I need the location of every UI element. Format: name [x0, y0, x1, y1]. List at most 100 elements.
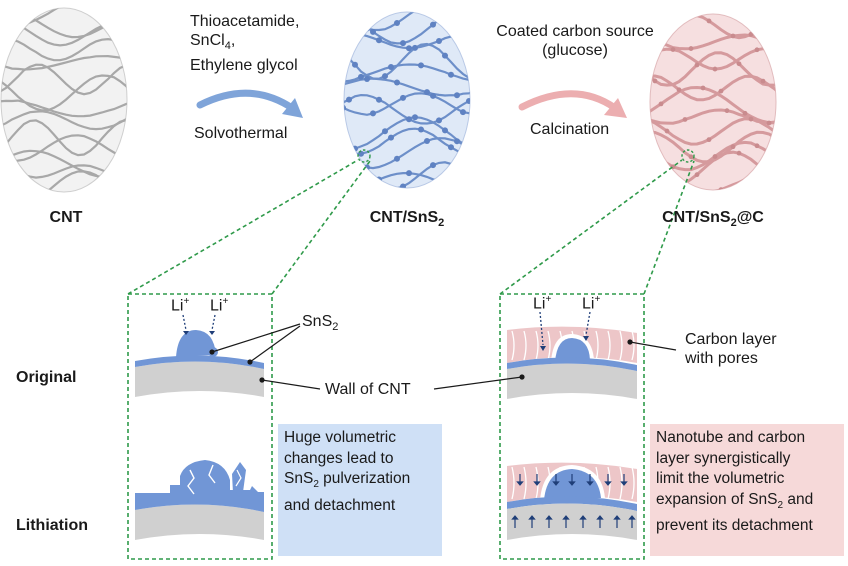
nanoparticle	[736, 150, 742, 156]
nanoparticle	[472, 76, 478, 82]
carbon-pore	[631, 466, 635, 500]
carbon-pore	[547, 330, 551, 361]
nanoparticle	[730, 33, 736, 39]
nanotube-fiber	[1, 99, 127, 118]
nanoparticle	[748, 116, 754, 122]
nanoparticle	[424, 89, 430, 96]
nanoparticle	[418, 126, 424, 133]
li-label-left-b: Li+	[210, 296, 229, 315]
nanotube-fiber	[650, 74, 776, 102]
nanoparticle	[418, 62, 424, 69]
nanoparticle	[460, 167, 466, 174]
nanotube-fiber	[344, 93, 470, 125]
pressure-arrowhead	[516, 481, 524, 486]
cnt-sphere	[0, 7, 128, 193]
zoom-panel-left	[127, 159, 371, 560]
step1-condition: Solvothermal	[194, 125, 288, 142]
nanotube-fiber	[1, 134, 127, 163]
pressure-arrowhead	[545, 515, 553, 520]
note-synergy: Nanotube and carbon layer synergisticall…	[650, 424, 844, 556]
nanoparticle	[754, 143, 760, 149]
nanoparticle	[394, 19, 400, 26]
nanoparticle	[466, 98, 470, 105]
nanoparticle	[754, 47, 760, 53]
nanoparticle	[394, 79, 400, 86]
nanoparticle	[442, 52, 448, 59]
zoom-panel-right	[499, 159, 695, 560]
nanoparticle	[346, 30, 352, 37]
zoom-spot-left	[357, 149, 371, 163]
nanoparticle	[676, 87, 682, 93]
nanoparticle	[334, 7, 340, 13]
cnt-sns2-c-label: CNT/SnS2@C	[662, 209, 764, 230]
nanoparticle	[736, 61, 742, 67]
nanoparticle	[748, 31, 754, 37]
cnt-label: CNT	[49, 209, 83, 226]
calcination-arrowhead	[604, 98, 627, 118]
carbon-layer-label: Carbon layer with pores	[685, 331, 777, 367]
nanoparticle	[400, 183, 406, 188]
left-sns2-film	[135, 355, 264, 369]
left-crack-3	[235, 469, 242, 487]
nanoparticle	[472, 145, 478, 151]
nanoparticle	[725, 1, 730, 6]
nanoparticle	[388, 134, 394, 141]
nanoparticle	[358, 73, 364, 80]
row-label-lithiation: Lithiation	[16, 517, 88, 534]
nanoparticle	[664, 128, 670, 134]
nanoparticle	[641, 115, 646, 120]
nanoparticle	[454, 12, 460, 18]
nanoparticle	[388, 63, 394, 70]
solvothermal-arrowhead	[282, 98, 303, 118]
left-crack-2	[208, 464, 216, 484]
nanoparticle	[718, 88, 724, 94]
nanoparticle	[658, 101, 664, 107]
pressure-arrowhead	[562, 515, 570, 520]
nanoparticle	[344, 159, 346, 166]
nanoparticle	[406, 45, 412, 52]
nanoparticle	[724, 108, 730, 114]
nanotube-fiber	[650, 51, 776, 87]
right-original-cross-section	[507, 311, 637, 399]
nanoparticle	[712, 66, 718, 72]
left-lithiation-cross-section	[135, 460, 264, 540]
carbon-pore	[523, 466, 527, 500]
nanotube-fiber	[1, 63, 127, 96]
nanoparticle	[694, 172, 700, 178]
left-cnt-wall	[135, 361, 264, 397]
carbon-pore	[511, 330, 515, 361]
nanoparticle	[779, 79, 784, 84]
carbon-pore	[535, 330, 539, 361]
calcination-arrow	[518, 90, 619, 112]
nanoparticle	[682, 14, 688, 18]
left-fragment	[232, 462, 246, 493]
right-lithiation-cross-section	[507, 462, 637, 540]
right-lith-wall	[507, 503, 637, 540]
nanoparticle	[344, 104, 346, 111]
nanoparticle	[766, 120, 772, 126]
nanoparticle	[346, 96, 352, 103]
nanoparticle	[382, 73, 388, 80]
nanotube-fiber	[344, 42, 470, 81]
nanoparticle	[652, 78, 658, 84]
nanoparticle	[760, 170, 766, 176]
right-sns2-film	[507, 357, 637, 371]
nanoparticle	[424, 138, 430, 145]
nanoparticle	[730, 144, 736, 150]
li-label-left-a: Li+	[171, 296, 190, 315]
nanotube-fiber	[1, 37, 127, 62]
carbon-pore	[511, 466, 515, 500]
nanoparticle	[430, 21, 436, 28]
cnt-sns2-label: CNT/SnS2	[369, 209, 445, 230]
nanoparticle	[412, 44, 418, 51]
nanotube-fiber	[344, 77, 470, 97]
nanoparticle	[676, 185, 682, 190]
left-sns2-particle	[176, 330, 216, 357]
leader-lines	[209, 323, 677, 390]
pressure-arrowhead	[579, 515, 587, 520]
nanoparticle	[454, 138, 460, 145]
nanoparticle	[424, 2, 430, 8]
nanoparticle	[334, 83, 340, 89]
right-cnt-wall	[507, 363, 637, 399]
